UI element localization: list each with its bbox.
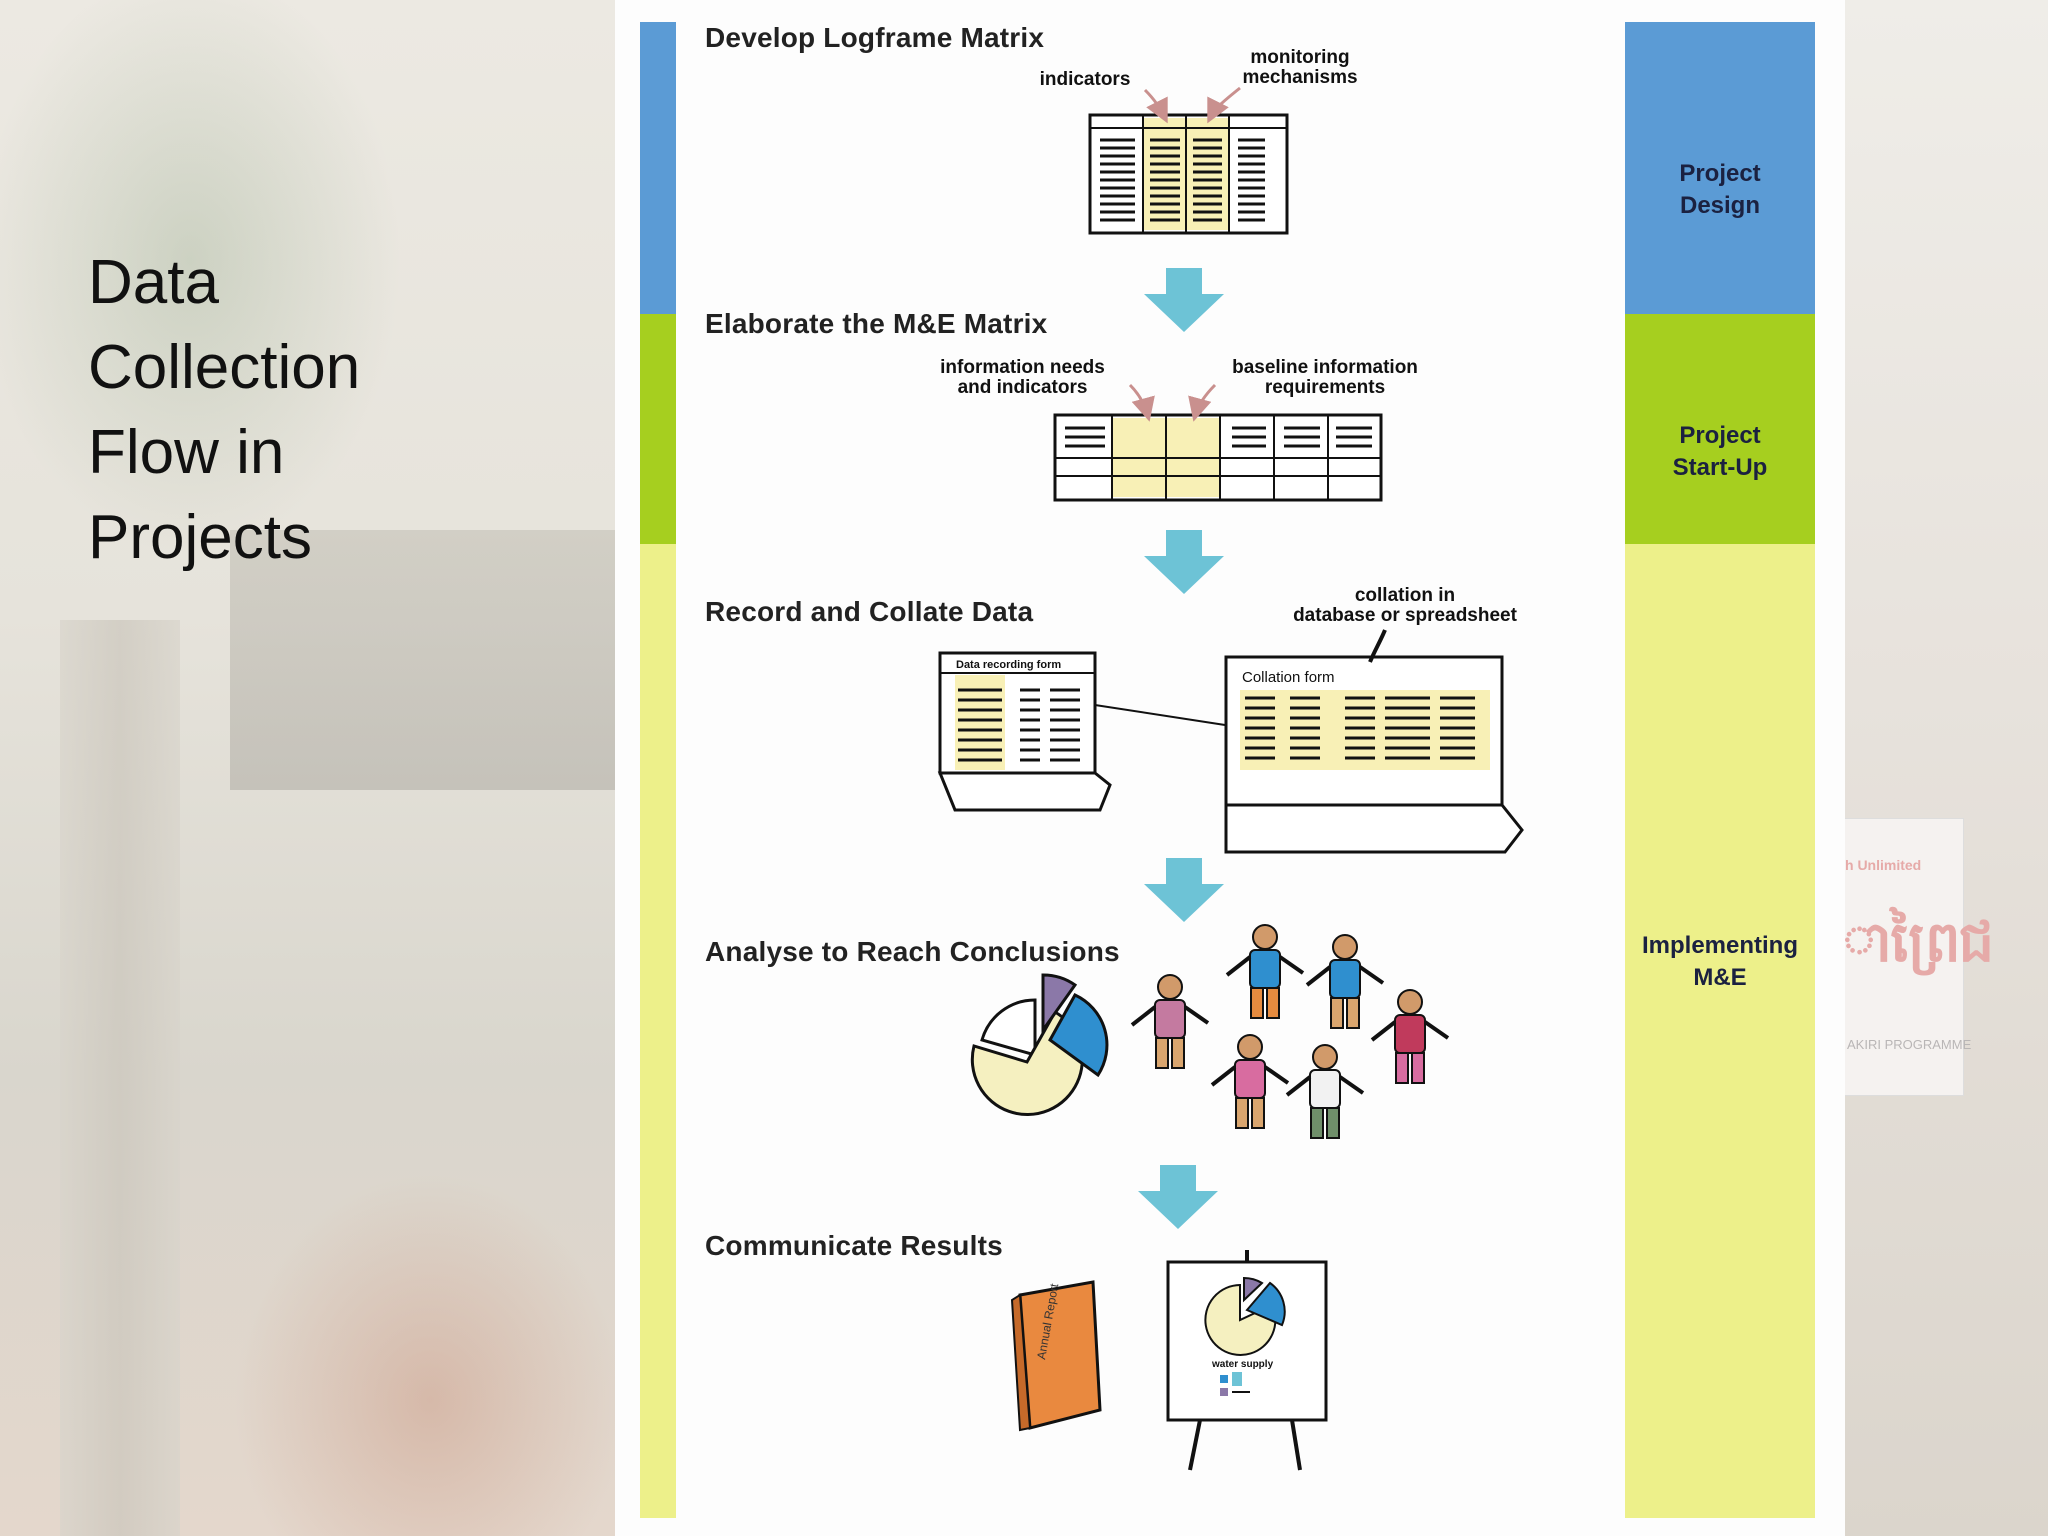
callout-monitoring-mechanisms: monitoring mechanisms	[1242, 47, 1358, 88]
left-bar-implementing	[640, 544, 676, 1518]
left-bar-design	[640, 22, 676, 314]
stage-title-analyse: Analyse to Reach Conclusions	[705, 936, 1120, 967]
title-line-1: Data	[88, 248, 219, 317]
form-connector	[1094, 704, 1226, 726]
phase-label-implementing: Implementing M&E	[1641, 932, 1798, 991]
person-figure	[1225, 924, 1305, 1019]
person-figure	[1130, 974, 1210, 1069]
background-roof	[230, 530, 615, 790]
callout-baseline-information: baseline information requirements	[1232, 357, 1418, 398]
recording-form-label: Data recording form	[956, 659, 1061, 671]
pie-chart-illustration	[970, 973, 1109, 1116]
people-group-illustration	[1130, 924, 1450, 1139]
phase-label-startup: Project Start-Up	[1672, 422, 1768, 481]
person-figure	[1210, 1034, 1290, 1129]
stage-title-logframe: Develop Logframe Matrix	[705, 22, 1045, 53]
flow-arrow-2	[1144, 530, 1224, 594]
background-path	[150, 1100, 620, 1536]
collation-form	[1224, 655, 1524, 854]
slide-title: Data Collection Flow in Projects	[88, 240, 508, 580]
pointer-baseline	[1188, 383, 1217, 422]
flow-arrow-4	[1138, 1165, 1218, 1229]
report-book: Annual Report	[1010, 1280, 1102, 1432]
title-line-2: Collection	[88, 333, 361, 402]
callout-indicators: indicators	[1039, 69, 1131, 90]
stage-title-record-collate: Record and Collate Data	[705, 596, 1034, 627]
flow-arrow-1	[1144, 268, 1224, 332]
pointer-collation	[1368, 629, 1387, 663]
callout-information-needs: information needs and indicators	[940, 357, 1105, 398]
phase-band-startup	[1625, 314, 1815, 544]
left-bar-startup	[640, 314, 676, 544]
recording-form	[937, 651, 1112, 812]
svg-text:water supply: water supply	[1211, 1359, 1274, 1370]
callout-collation: collation in database or spreadsheet	[1293, 585, 1517, 626]
collation-form-label: Collation form	[1242, 669, 1335, 686]
stage-title-me-matrix: Elaborate the M&E Matrix	[705, 308, 1048, 339]
pointer-information-needs	[1128, 383, 1155, 422]
background-photo-right	[1845, 0, 2048, 1536]
pointer-indicators	[1143, 88, 1168, 124]
background-sign: h Unlimited ាព្រៃជ AKIRI PROGRAMME	[1842, 818, 1994, 1096]
phase-band-implementing	[1625, 544, 1815, 1518]
person-figure	[1285, 1044, 1365, 1139]
logframe-table	[1088, 113, 1289, 235]
me-matrix-table	[1053, 413, 1383, 502]
title-line-4: Projects	[88, 503, 312, 572]
person-figure	[1370, 989, 1450, 1084]
phase-band-design	[1625, 22, 1815, 314]
phase-label-design: Project Design	[1679, 160, 1761, 219]
sign-line-2: ាព្រៃជ	[1843, 910, 1994, 973]
pointer-monitoring	[1207, 86, 1241, 124]
stage-title-communicate: Communicate Results	[705, 1230, 1003, 1261]
title-line-3: Flow in	[88, 418, 285, 487]
sign-line-1: h Unlimited	[1845, 857, 1922, 873]
sign-line-3: AKIRI PROGRAMME	[1847, 1037, 1972, 1052]
person-figure	[1305, 934, 1385, 1029]
presentation-poster: water supply	[1166, 1250, 1328, 1471]
flow-arrow-3	[1144, 858, 1224, 922]
